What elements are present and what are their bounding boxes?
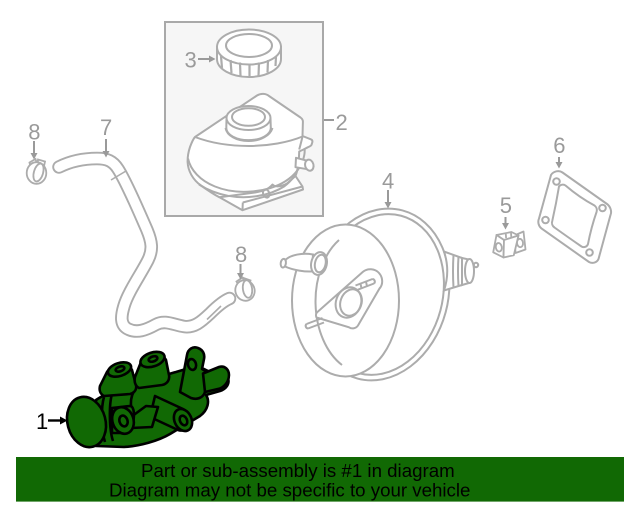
svg-text:7: 7 <box>100 115 112 140</box>
svg-text:6: 6 <box>553 133 565 158</box>
svg-text:3: 3 <box>185 48 197 73</box>
svg-text:5: 5 <box>500 193 512 218</box>
svg-text:8: 8 <box>28 120 40 145</box>
svg-text:Part or sub-assembly is #1 in: Part or sub-assembly is #1 in diagram <box>141 460 455 481</box>
svg-text:8: 8 <box>235 242 247 267</box>
svg-text:1: 1 <box>36 409 48 434</box>
svg-text:4: 4 <box>382 169 394 194</box>
svg-text:2: 2 <box>336 110 348 135</box>
svg-text:Diagram may not be specific to: Diagram may not be specific to your vehi… <box>109 480 470 501</box>
